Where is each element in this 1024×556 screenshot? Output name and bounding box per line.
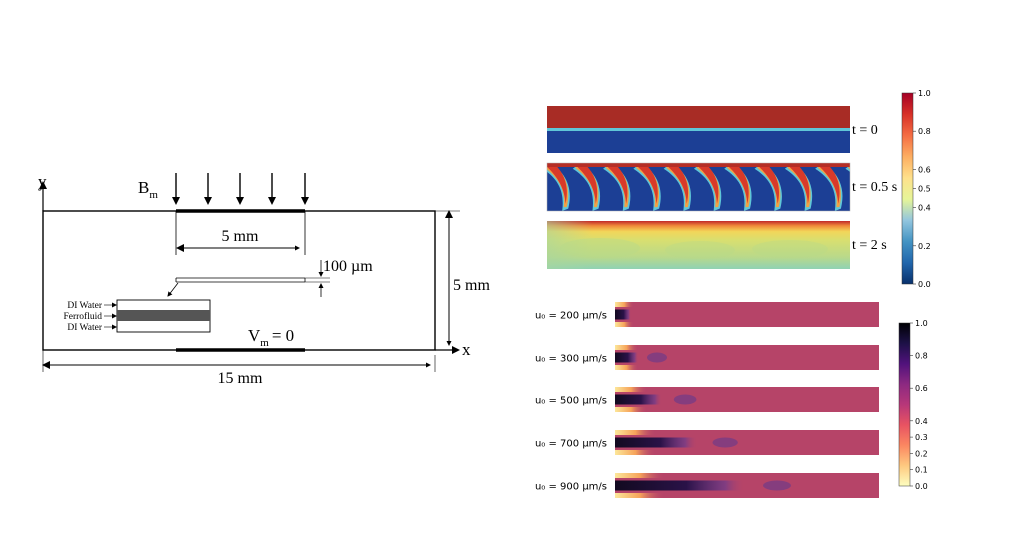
velocity-label: u₀ = 300 µm/s	[535, 354, 607, 365]
wave-core	[789, 163, 810, 204]
wave-crest	[547, 163, 569, 208]
wave-edge	[603, 163, 631, 211]
time-label-t2: t = 2 s	[852, 238, 887, 253]
colorbar-tick-label: 0.8	[918, 127, 931, 136]
wave-edge	[724, 163, 752, 211]
colorbar-tick-label: 0.0	[918, 280, 931, 289]
colorbar-tick-label: 1.0	[915, 319, 928, 328]
purple-blob	[647, 352, 667, 363]
bottom-panel: u₀ = 200 µm/s u₀ = 300 µm/s u₀ = 500 µm/s u…	[535, 302, 879, 498]
potential-label: Vm= 0	[248, 326, 294, 349]
inset-label-bottom: DI Water	[67, 323, 103, 333]
field-label: Bm	[138, 178, 158, 201]
colorbar-tick-label: 1.0	[918, 89, 931, 98]
field-arrows	[172, 173, 309, 205]
colorbar-tick-label: 0.8	[915, 352, 928, 361]
purple-blob	[763, 480, 791, 491]
wave-core	[668, 163, 689, 204]
purple-blob	[673, 394, 697, 405]
wave-core	[637, 163, 658, 204]
electrode-width-label: 5 mm	[222, 228, 259, 245]
velocity-label: u₀ = 500 µm/s	[535, 396, 607, 407]
wave-edge	[754, 163, 782, 211]
wave-edge	[663, 163, 692, 211]
wave-core	[517, 163, 537, 204]
colorbar-tick-label: 0.5	[918, 185, 931, 194]
colorbar-tick-label: 0.2	[915, 449, 928, 458]
colorbar-tick-label: 0.0	[915, 482, 928, 491]
inset-ferrofluid-layer	[117, 310, 210, 321]
wave-crest	[847, 166, 850, 170]
inset-label-top: DI Water	[67, 301, 103, 311]
velocity-label: u₀ = 200 µm/s	[535, 311, 607, 322]
wave-core	[577, 163, 598, 204]
wave-core	[759, 163, 780, 204]
field-strip-t05	[512, 162, 851, 212]
wave-edge	[784, 163, 813, 211]
wave-core	[547, 163, 567, 204]
wave-edge	[572, 163, 601, 211]
colorbar-tick-label: 0.2	[918, 242, 931, 251]
concentration-streak	[615, 437, 698, 448]
concentration-streak	[615, 309, 631, 320]
wave-edge	[547, 163, 570, 211]
concentration-streak	[615, 352, 639, 363]
velocity-label: u₀ = 900 µm/s	[535, 482, 607, 493]
gap-label: 100 µm	[323, 258, 373, 275]
colorbar-tick-label: 0.4	[918, 204, 931, 213]
wave-pattern	[512, 163, 850, 211]
top-colorbar-ticks: 1.0 0.8 0.6 0.5 0.4 0.2 0.0	[913, 89, 931, 289]
colorbar-tick-label: 0.6	[915, 384, 928, 393]
wave-edge	[693, 163, 722, 211]
inset-pointer	[167, 282, 179, 297]
wave-core	[607, 163, 628, 204]
top-colorbar	[901, 92, 914, 285]
wave-core	[728, 163, 749, 204]
x-axis-label: x	[462, 340, 471, 359]
purple-blob	[712, 437, 738, 448]
concentration-streak	[615, 394, 663, 405]
bottom-colorbar	[898, 322, 911, 487]
height-label: 5 mm	[453, 277, 490, 294]
field-strip-t0	[547, 106, 850, 153]
time-label-t0: t = 0	[852, 123, 878, 138]
velocity-strip: u₀ = 300 µm/s	[535, 345, 879, 370]
velocity-strip: u₀ = 900 µm/s	[535, 473, 879, 498]
field-strip-t2	[547, 221, 850, 269]
wave-edge	[633, 163, 661, 211]
colorbar-tick-label: 0.3	[915, 433, 928, 442]
wave-core	[698, 163, 719, 204]
bottom-colorbar-ticks: 1.0 0.8 0.6 0.4 0.3 0.2 0.1 0.0	[910, 319, 928, 491]
wave-edge	[815, 163, 843, 211]
schematic: Bm y x 5 mm 100 µm DI Water	[38, 172, 490, 387]
wave-crest	[515, 163, 538, 207]
y-axis-label: y	[38, 172, 47, 191]
velocity-strip: u₀ = 200 µm/s	[535, 302, 879, 327]
colorbar-tick-label: 0.1	[915, 466, 928, 475]
width-label: 15 mm	[218, 370, 263, 387]
inset: DI Water Ferrofluid DI Water	[63, 299, 211, 333]
inset-label-middle: Ferrofluid	[63, 311, 102, 322]
colorbar-tick-label: 0.6	[918, 165, 931, 174]
concentration-streak	[615, 480, 745, 491]
wave-edge	[512, 163, 539, 211]
colorbar-tick-label: 0.4	[915, 417, 928, 426]
wave-core	[819, 163, 840, 204]
velocity-strip: u₀ = 700 µm/s	[535, 430, 879, 455]
velocity-strip: u₀ = 500 µm/s	[535, 387, 879, 412]
time-label-t05: t = 0.5 s	[852, 180, 897, 195]
velocity-label: u₀ = 700 µm/s	[535, 439, 607, 450]
top-panel: t = 0 t = 0.5 s t = 2 s 1.0 0.8 0.6 0.5 0.4 0…	[512, 89, 931, 289]
